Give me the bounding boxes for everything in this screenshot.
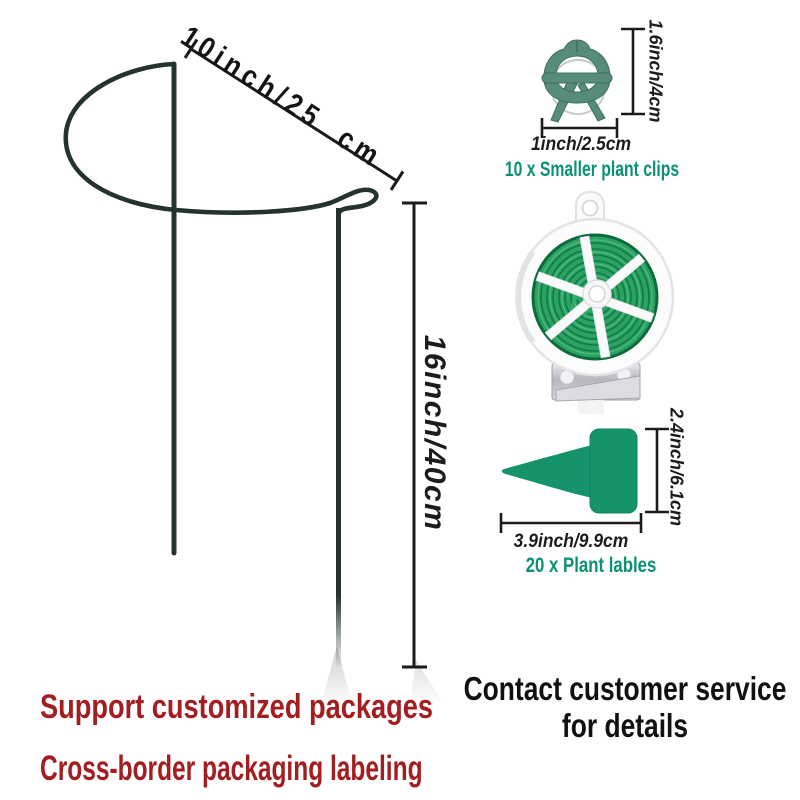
support-hoop xyxy=(63,61,379,216)
clip-height-dimension-line xyxy=(621,27,645,116)
support-height-dimension-line xyxy=(402,201,427,669)
tag-width-dimension-line xyxy=(499,513,643,533)
contact-note-line1: Contact customer service xyxy=(463,670,787,707)
plant-labels-caption: 20 x Plant lables xyxy=(525,554,657,577)
tag-height-dimension-line xyxy=(645,427,669,514)
stake-shadow-wedge xyxy=(321,646,352,704)
dimension-shadow-wedge xyxy=(410,660,444,704)
clip-cross-bar xyxy=(541,72,613,84)
twist-tie-spool xyxy=(515,190,675,414)
spool-hub-hole xyxy=(588,285,606,303)
clips-caption: 10 x Smaller plant clips xyxy=(504,158,680,181)
tag-height-label: 2.4inch/6.1cm xyxy=(666,407,687,527)
clip-width-label: 1inch/2.5cm xyxy=(530,134,632,155)
support-height-label: 16inch/40cm xyxy=(418,334,451,532)
plant-support-stake xyxy=(63,61,444,704)
footer-cross-border-text: Cross-border packaging labeling xyxy=(40,749,423,788)
footer-customized-packages-text: Support customized packages xyxy=(40,688,433,726)
footer-contact-note: Contact customer service for details xyxy=(423,670,800,744)
tag-stem xyxy=(501,445,592,498)
plant-label-tag xyxy=(501,428,638,514)
spool-wire-rings xyxy=(537,239,653,355)
clip-width-dimension-line xyxy=(540,118,619,138)
tag-width-label: 3.9inch/9.9cm xyxy=(513,531,629,552)
tag-head xyxy=(589,428,638,514)
plant-clip xyxy=(541,39,613,123)
clip-height-label: 1.6inch/4cm xyxy=(645,19,666,123)
spool-spokes xyxy=(535,235,655,359)
support-width-dimension-line xyxy=(183,38,405,191)
spool-case-edge xyxy=(515,250,536,344)
spool-hang-hole xyxy=(581,199,599,217)
contact-note-line2: for details xyxy=(561,707,689,744)
